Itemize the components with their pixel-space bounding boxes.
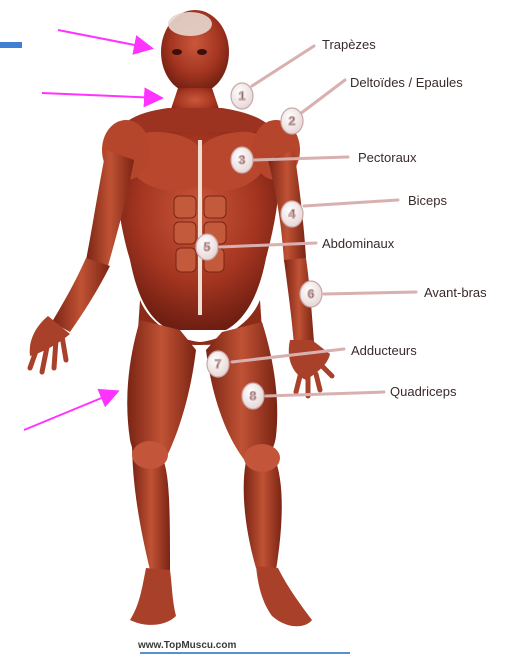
marker-2: 2 xyxy=(281,108,303,134)
arrow-head xyxy=(58,30,150,48)
arrow-neck xyxy=(42,93,160,98)
label-abdominaux: Abdominaux xyxy=(322,236,394,251)
label-biceps: Biceps xyxy=(408,193,447,208)
label-quadriceps: Quadriceps xyxy=(390,384,456,399)
marker-6: 6 xyxy=(300,281,322,307)
marker-7: 7 xyxy=(207,351,229,377)
svg-text:2: 2 xyxy=(289,114,296,128)
marker-8: 8 xyxy=(242,383,264,409)
marker-3: 3 xyxy=(231,147,253,173)
muscle-figure xyxy=(30,10,332,626)
label-avant-bras: Avant-bras xyxy=(424,285,487,300)
footer-underline xyxy=(140,652,350,654)
marker-4: 4 xyxy=(281,201,303,227)
marker-1: 1 xyxy=(231,83,253,109)
svg-text:3: 3 xyxy=(239,153,246,167)
arrow-leg xyxy=(24,392,116,430)
svg-text:4: 4 xyxy=(289,207,296,221)
label-pectoraux: Pectoraux xyxy=(358,150,417,165)
svg-text:5: 5 xyxy=(204,240,211,254)
label-trapezes: Trapèzes xyxy=(322,37,376,52)
svg-text:7: 7 xyxy=(215,357,222,371)
label-adducteurs: Adducteurs xyxy=(351,343,417,358)
svg-text:1: 1 xyxy=(239,89,246,103)
site-watermark: www.TopMuscu.com xyxy=(138,640,236,651)
svg-text:8: 8 xyxy=(250,389,257,403)
marker-5: 5 xyxy=(196,234,218,260)
svg-text:6: 6 xyxy=(308,287,315,301)
label-deltoides: Deltoïdes / Epaules xyxy=(350,75,463,90)
